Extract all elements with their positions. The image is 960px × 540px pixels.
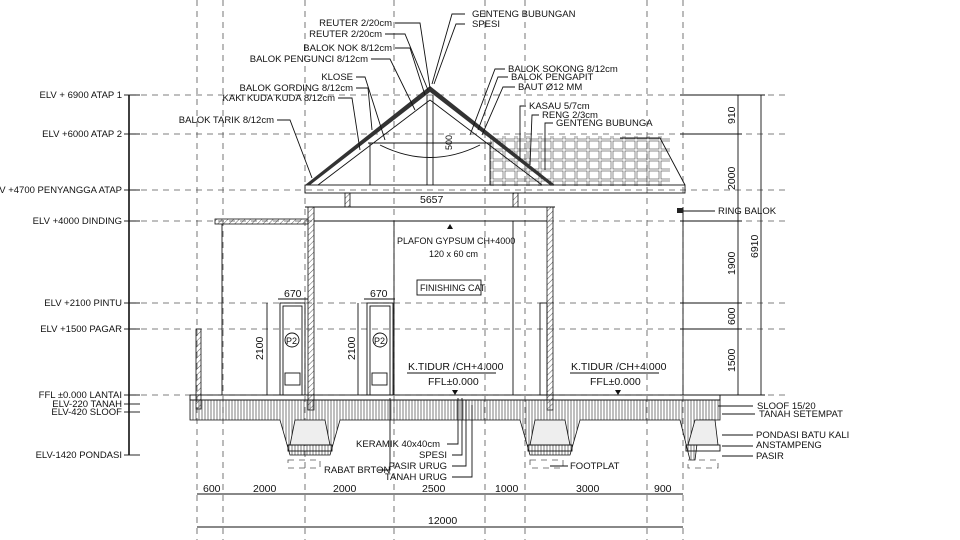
label-balok-nok: BALOK NOK 8/12cm [303, 43, 392, 54]
label-sloof: SLOOF 15/20 [757, 401, 816, 412]
dim-600: 600 [203, 483, 221, 495]
door-width-dim: 670 [284, 288, 302, 300]
room-ffl-1: FFL±0.000 [428, 376, 479, 388]
label-reng: RENG 2/3cm [542, 110, 598, 121]
span-dimension: 5657 [420, 194, 444, 206]
floor-foundation [189, 394, 721, 469]
label-footplat: FOOTPLAT [570, 461, 620, 472]
label-balok-tarik: BALOK TARIK 8/12cm [179, 115, 274, 126]
label-pasir-urug: PASIR URUG [389, 461, 447, 472]
roof-truss: 5657 500 [304, 86, 686, 208]
door-height-dim: 2100 [254, 336, 266, 360]
dim-3000: 3000 [576, 483, 600, 495]
dim-1500: 1500 [726, 348, 738, 372]
label-klose: KLOSE [321, 72, 353, 83]
interior-labels: PLAFON GYPSUM CH+4000 120 x 60 cm FINISH… [397, 224, 667, 395]
label-pasir: PASIR [756, 451, 784, 462]
room-ffl-2: FFL±0.000 [590, 376, 641, 388]
elevation-label: ELV +2100 PINTU [44, 298, 122, 309]
elevation-label: FFL ±0.000 LANTAI [39, 390, 122, 401]
label-tanah-urug: TANAH URUG [385, 472, 447, 483]
label-reuter-2: REUTER 2/20cm [309, 29, 382, 40]
elevation-label: ELV-220 TANAH [52, 399, 122, 410]
finishing-label: FINISHING CAT [420, 283, 486, 293]
label-reuter-1: REUTER 2/20cm [319, 18, 392, 29]
label-ring-balok: RING BALOK [718, 206, 777, 217]
label-spesi-roof: SPESI [472, 19, 500, 30]
plafon-label: PLAFON GYPSUM CH+4000 [397, 236, 515, 246]
door-height-dim: 2100 [346, 336, 358, 360]
dim-910: 910 [726, 106, 738, 124]
elevation-label: ELV-420 SLOOF [51, 407, 122, 418]
elevation-label: ELV +1500 PAGAR [40, 324, 122, 335]
elevation-label: ELV-1420 PONDASI [36, 450, 122, 461]
dim-600: 600 [726, 307, 738, 325]
dim-2500: 2500 [422, 483, 446, 495]
dim-1900: 1900 [726, 251, 738, 275]
dim-total-height: 6910 [749, 234, 761, 258]
label-tanah-setempat: TANAH SETEMPAT [759, 409, 843, 420]
label-baut: BAUT Ø12 MM [518, 82, 582, 93]
door-middle: P2 670 2100 [346, 288, 395, 396]
label-keramik: KERAMIK 40x40cm [356, 439, 440, 450]
elevation-label: ELV +4000 DINDING [33, 216, 122, 227]
label-balok-pengunci: BALOK PENGUNCI 8/12cm [250, 54, 368, 65]
dim-1000: 1000 [495, 483, 519, 495]
label-pondasi: PONDASI BATU KALI [756, 430, 849, 441]
door-tag: P2 [374, 336, 385, 346]
dim-900: 900 [654, 483, 672, 495]
right-dimensions: 910 2000 1900 600 1500 6910 [680, 94, 765, 396]
label-rabat: RABAT BRTON [324, 465, 390, 476]
label-anstampeng: ANSTAMPENG [756, 440, 822, 451]
dim-2000: 2000 [253, 483, 277, 495]
label-balok-pengapit: BALOK PENGAPIT [511, 72, 594, 83]
elevation-scale: ELV + 6900 ATAP 1 ELV +6000 ATAP 2 ELV +… [0, 90, 140, 461]
label-genteng-bubungan: GENTENG BUBUNGAN [472, 9, 576, 20]
label-balok-sokong: BALOK SOKONG 8/12cm [508, 64, 618, 75]
door-tag: P2 [286, 336, 297, 346]
right-labels: RING BALOK SLOOF 15/20 TANAH SETEMPAT PO… [718, 206, 849, 462]
door-width-dim: 670 [370, 288, 388, 300]
roof-labels: REUTER 2/20cm REUTER 2/20cm BALOK NOK 8/… [179, 9, 653, 179]
dim-2000: 2000 [333, 483, 357, 495]
dim-total-width: 12000 [428, 515, 457, 527]
dim-2000: 2000 [726, 166, 738, 190]
elevation-label: ELV + 6900 ATAP 1 [40, 90, 122, 101]
floor-labels: KERAMIK 40x40cm SPESI PASIR URUG TANAH U… [324, 398, 620, 483]
room-label-2: K.TIDUR /CH+4.000 [571, 361, 667, 373]
label-kaki-kuda-kuda: KAKI KUDA KUDA 8/12cm [223, 93, 336, 104]
bottom-dimensions: 600 2000 2000 2500 1000 3000 900 12000 [197, 483, 683, 528]
label-spesi-floor: SPESI [419, 450, 447, 461]
room-label-1: K.TIDUR /CH+4.000 [408, 361, 504, 373]
label-kasau: KASAU 5/7cm [529, 101, 590, 112]
plafon-size: 120 x 60 cm [429, 249, 478, 259]
walls [195, 206, 715, 411]
label-balok-gording: BALOK GORDING 8/12cm [239, 83, 353, 94]
elevation-label: ELV +4700 PENYANGGA ATAP [0, 185, 122, 196]
elevation-label: ELV +6000 ATAP 2 [42, 129, 122, 140]
door-left: P2 670 2100 [254, 288, 308, 396]
label-genteng-bubunga: GENTENG BUBUNGA [556, 118, 653, 129]
king-post-dimension: 500 [444, 135, 454, 150]
